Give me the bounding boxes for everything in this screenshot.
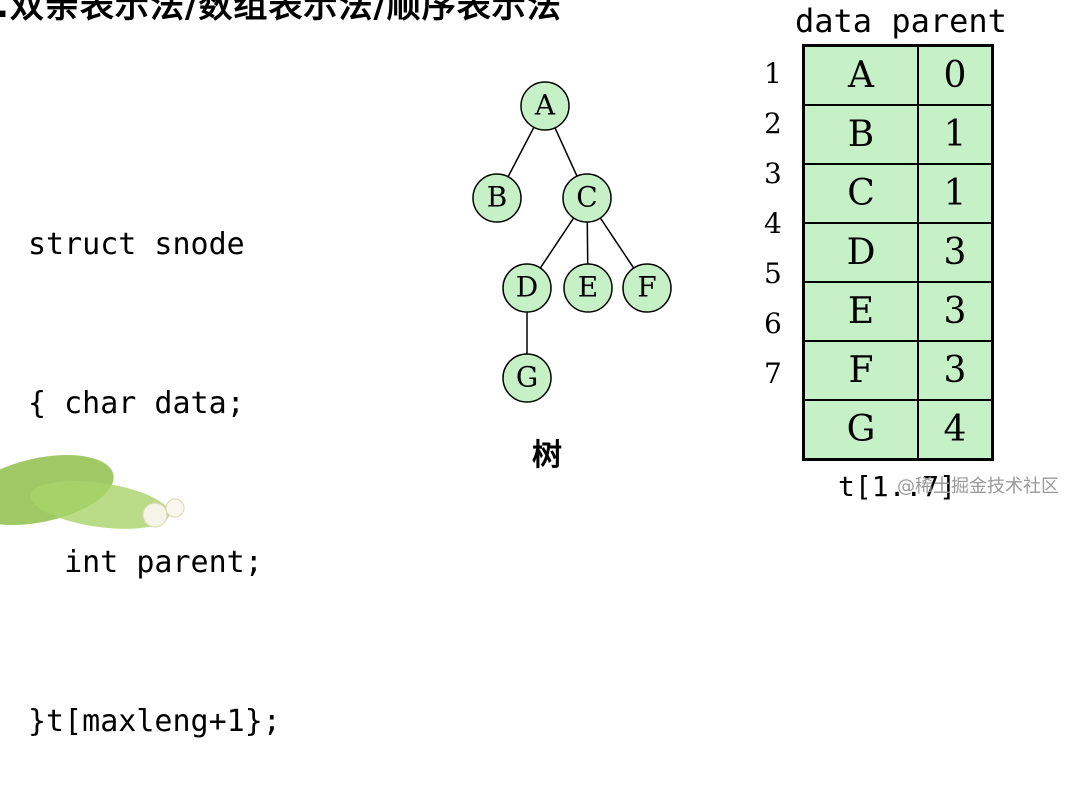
row-index: 7 bbox=[764, 355, 788, 405]
leaf-decoration bbox=[0, 420, 200, 530]
tree-node-label: C bbox=[576, 181, 597, 214]
watermark: @稀土掘金技术社区 bbox=[897, 472, 1059, 498]
tree-node-label: D bbox=[516, 271, 538, 304]
parent-cell: 4 bbox=[919, 401, 991, 458]
tree-node-label: A bbox=[534, 89, 556, 122]
data-cell: E bbox=[805, 283, 919, 340]
tree-node-label: G bbox=[516, 361, 538, 394]
parent-array-table: A 0 B 1 C 1 D 3 E 3 F 3 G 4 bbox=[802, 44, 994, 461]
tree-edge-C-F bbox=[600, 218, 633, 268]
data-cell: D bbox=[805, 224, 919, 281]
table-row: C 1 bbox=[805, 165, 991, 224]
table-header: data parent bbox=[795, 2, 1007, 40]
table-row: B 1 bbox=[805, 106, 991, 165]
parent-cell: 3 bbox=[919, 283, 991, 340]
data-cell: G bbox=[805, 401, 919, 458]
table-row: A 0 bbox=[805, 47, 991, 106]
tree-node-label: B bbox=[487, 181, 508, 214]
data-cell: B bbox=[805, 106, 919, 163]
row-index: 4 bbox=[764, 205, 788, 255]
tree-node-A: A bbox=[521, 82, 569, 130]
parent-cell: 3 bbox=[919, 342, 991, 399]
tree-edge-A-B bbox=[508, 127, 534, 176]
row-index: 5 bbox=[764, 255, 788, 305]
index-column: 1 2 3 4 5 6 7 bbox=[764, 55, 788, 405]
tree-edge-C-D bbox=[540, 218, 573, 268]
parent-cell: 1 bbox=[919, 165, 991, 222]
data-cell: A bbox=[805, 47, 919, 104]
parent-cell: 1 bbox=[919, 106, 991, 163]
tree-node-E: E bbox=[564, 264, 612, 312]
data-cell: F bbox=[805, 342, 919, 399]
data-cell: C bbox=[805, 165, 919, 222]
tree-node-F: F bbox=[623, 264, 671, 312]
tree-node-G: G bbox=[503, 354, 551, 402]
row-index: 1 bbox=[764, 55, 788, 105]
tree-node-label: F bbox=[637, 271, 656, 304]
table-row: G 4 bbox=[805, 401, 991, 458]
row-index: 3 bbox=[764, 155, 788, 205]
tree-node-B: B bbox=[473, 174, 521, 222]
table-row: F 3 bbox=[805, 342, 991, 401]
table-row: E 3 bbox=[805, 283, 991, 342]
tree-node-D: D bbox=[503, 264, 551, 312]
table-row: D 3 bbox=[805, 224, 991, 283]
tree-caption: 树 bbox=[532, 430, 562, 474]
code-line: }t[maxleng+1}; bbox=[28, 695, 281, 748]
parent-cell: 3 bbox=[919, 224, 991, 281]
tree-node-C: C bbox=[563, 174, 611, 222]
parent-cell: 0 bbox=[919, 47, 991, 104]
tree-node-label: E bbox=[578, 271, 598, 304]
row-index: 2 bbox=[764, 105, 788, 155]
code-line: int parent; bbox=[28, 536, 281, 589]
tree-edge-A-C bbox=[555, 128, 577, 176]
row-index: 6 bbox=[764, 305, 788, 355]
